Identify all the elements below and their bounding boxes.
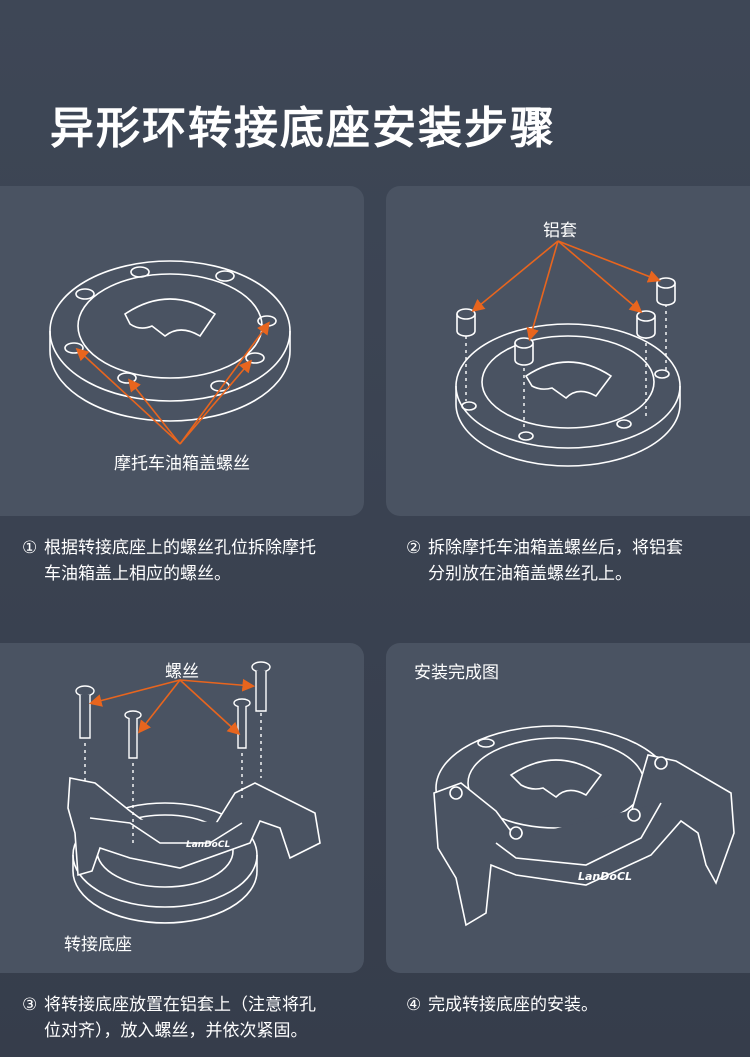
step-4-illustration: 安装完成图 LanDoCL <box>386 643 750 973</box>
screws <box>75 661 271 759</box>
fuel-cap-ring <box>49 260 291 422</box>
sleeve-label: 铝套 <box>543 221 577 241</box>
adapter-base: LanDoCL <box>67 777 321 877</box>
step-1-caption: ① 根据转接底座上的螺丝孔位拆除摩托 车油箱盖上相应的螺丝。 <box>22 535 372 587</box>
step-2-text-line1: 拆除摩托车油箱盖螺丝后，将铝套 <box>428 538 683 558</box>
step-3-text-line1: 将转接底座放置在铝套上（注意将孔 <box>44 995 316 1015</box>
step-1-illustration: 摩托车油箱盖螺丝 <box>0 186 364 516</box>
complete-label: 安装完成图 <box>414 663 499 683</box>
step-4-number: ④ <box>406 995 422 1015</box>
adapter-base: LanDoCL <box>433 754 735 927</box>
step-3-number: ③ <box>22 995 38 1015</box>
step-3-illustration: LanDoCL 螺丝 转接底座 <box>0 643 364 973</box>
screw-label: 螺丝 <box>165 662 199 682</box>
step-1-text-line2: 车油箱盖上相应的螺丝。 <box>44 564 231 584</box>
step-2-number: ② <box>406 538 422 558</box>
page-title: 异形环转接底座安装步骤 <box>50 103 556 154</box>
step-3-caption: ③ 将转接底座放置在铝套上（注意将孔 位对齐），放入螺丝，并依次紧固。 <box>22 992 372 1044</box>
fuel-cap-screws-drawing: 摩托车油箱盖螺丝 <box>49 260 291 474</box>
step-2-caption: ② 拆除摩托车油箱盖螺丝后，将铝套 分别放在油箱盖螺丝孔上。 <box>406 535 750 587</box>
sleeve-pointer-arrows <box>471 240 661 342</box>
adapter-base-label: 转接底座 <box>64 935 132 955</box>
step-4-text-line1: 完成转接底座的安装。 <box>428 995 598 1015</box>
step-1-text-line1: 根据转接底座上的螺丝孔位拆除摩托 <box>44 538 316 558</box>
alignment-lines <box>465 304 667 431</box>
fuel-cap-ring <box>455 323 681 467</box>
adapter-base-placement-drawing: LanDoCL 螺丝 转接底座 <box>64 661 321 955</box>
aluminum-sleeves-drawing: 铝套 <box>455 221 681 467</box>
step-4-caption: ④ 完成转接底座的安装。 <box>406 992 750 1018</box>
screw-alignment-lines <box>84 713 262 843</box>
installation-complete-drawing: 安装完成图 LanDoCL <box>414 663 735 927</box>
step-1-number: ① <box>22 538 38 558</box>
step-2-text-line2: 分别放在油箱盖螺丝孔上。 <box>428 564 632 584</box>
aluminum-sleeves <box>456 277 676 366</box>
screw-pointer-arrows <box>75 321 270 445</box>
svg-text:LanDoCL: LanDoCL <box>578 870 632 883</box>
screw-pointer-arrows <box>88 678 256 736</box>
step-3-text-line2: 位对齐），放入螺丝，并依次紧固。 <box>44 1021 308 1041</box>
svg-text:LanDoCL: LanDoCL <box>186 840 230 850</box>
screw-label: 摩托车油箱盖螺丝 <box>114 454 250 474</box>
step-2-illustration: 铝套 <box>386 186 750 516</box>
